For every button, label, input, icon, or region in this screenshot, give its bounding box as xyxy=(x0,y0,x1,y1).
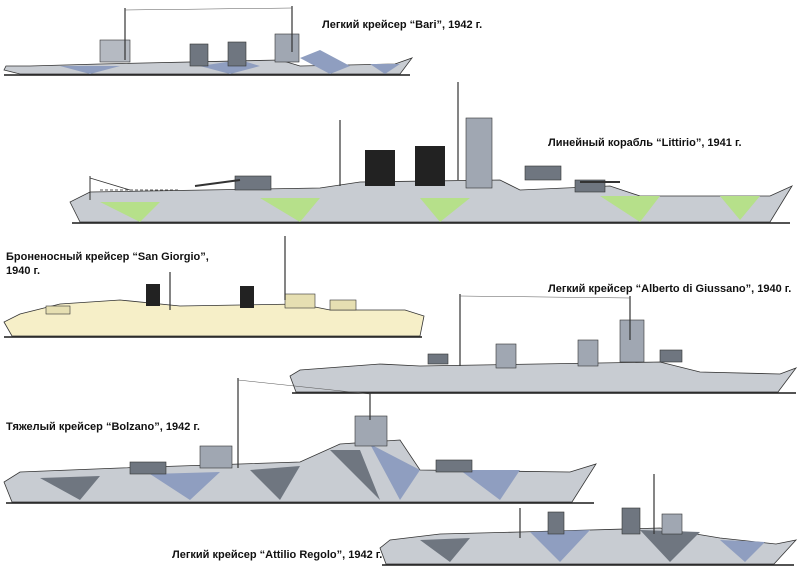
ship-regolo xyxy=(379,474,798,566)
ship-giussano xyxy=(289,294,798,394)
ship-bari xyxy=(3,6,414,76)
caption-giussano: Легкий крейсер “Alberto di Giussano”, 19… xyxy=(548,283,792,295)
caption-san-giorgio-line2: 1940 г. xyxy=(6,265,41,277)
caption-regolo: Легкий крейсер “Attilio Regolo”, 1942 г. xyxy=(172,549,383,561)
caption-littorio: Линейный корабль “Littirio”, 1941 г. xyxy=(548,137,742,149)
caption-san-giorgio-line1: Броненосный крейсер “San Giorgio”, xyxy=(6,251,209,263)
ship-bolzano xyxy=(3,378,597,504)
caption-san-giorgio: Броненосный крейсер “San Giorgio”, 1940 … xyxy=(6,250,209,278)
ship-san-giorgio xyxy=(3,236,425,338)
caption-bolzano: Тяжелый крейсер “Bolzano”, 1942 г. xyxy=(6,421,200,433)
ship-littorio xyxy=(69,82,794,224)
caption-bari: Легкий крейсер “Bari”, 1942 г. xyxy=(322,19,483,31)
